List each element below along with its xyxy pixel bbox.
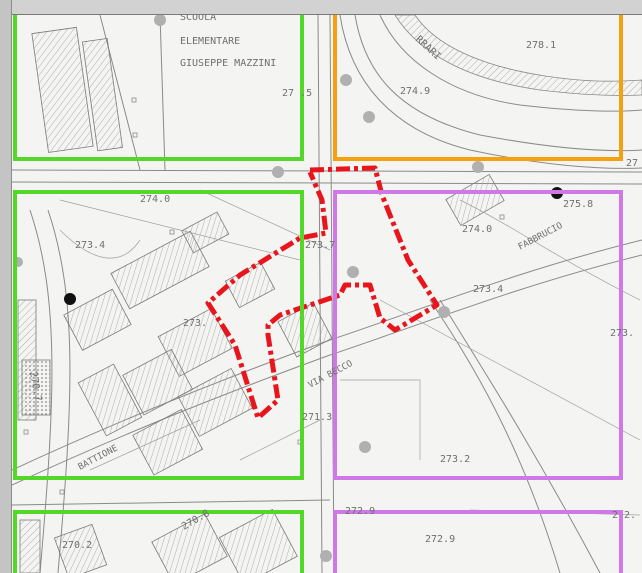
label-mazzini: GIUSEPPE MAZZINI: [180, 58, 276, 69]
grid-cell-top-left: [13, 15, 304, 161]
label-height-273-mid: 273.: [183, 318, 207, 329]
viewer-left-edge: [0, 0, 12, 573]
label-height-278-1: 278.1: [526, 40, 556, 51]
label-height-27x-5: 27 .5: [282, 88, 312, 99]
label-height-edge-bottom: 2 2.: [612, 510, 636, 521]
dotted-area: [21, 359, 51, 416]
label-height-270-2: 270.2: [62, 540, 92, 551]
label-height-270-7: 270.7: [27, 371, 43, 403]
grid-cell-bottom-center: [333, 510, 623, 573]
railway-band: [394, 15, 642, 96]
label-height-273-4-right: 273.4: [473, 284, 503, 295]
label-height-272-9-top: 272.9: [345, 506, 375, 517]
label-height-272-9: 272.9: [425, 534, 455, 545]
label-elementare: ELEMENTARE: [180, 36, 240, 47]
grid-cell-mid-center: [333, 190, 623, 480]
label-height-274-0-right: 274.0: [462, 224, 492, 235]
route-path: [205, 165, 440, 421]
grid-cell-mid-left: [13, 190, 304, 480]
label-street-low: BATTIONE: [77, 443, 120, 472]
grid-cell-bottom-left: [13, 510, 304, 573]
parcel-lines: [59, 189, 641, 516]
label-height-edge-right: 27: [626, 158, 638, 169]
viewer-top-edge: [0, 0, 642, 15]
label-street-right: FABBRUCIO: [517, 221, 565, 253]
label-height-273-right: 273.: [610, 328, 634, 339]
label-height-273-2: 273.2: [440, 454, 470, 465]
label-height-275-8: 275.8: [563, 199, 593, 210]
label-scuola: SCUOLA: [180, 12, 216, 23]
label-height-274-9: 274.9: [400, 86, 430, 97]
label-street-mid: VIA BECCO: [307, 359, 355, 391]
label-height-273-7: 273.7: [305, 240, 335, 251]
buildings: [17, 26, 505, 573]
label-height-274-0-left: 274.0: [140, 194, 170, 205]
label-height-273-4-left: 273.4: [75, 240, 105, 251]
grid-boxes: [13, 15, 623, 573]
label-height-271-3: 271.3: [302, 412, 332, 423]
tick-markers: [23, 97, 505, 495]
grid-cell-top-center: [333, 15, 623, 161]
survey-points: [13, 15, 484, 562]
